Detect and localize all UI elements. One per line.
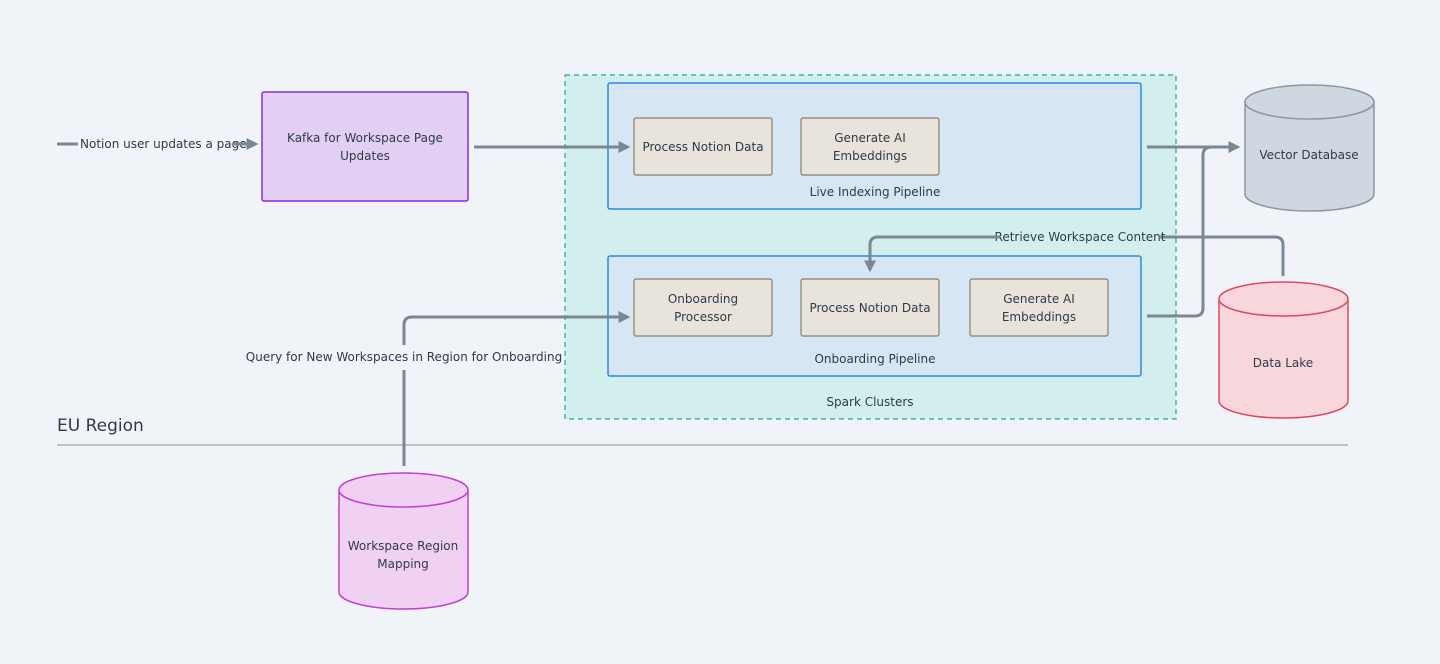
step-label: Embeddings [1002,310,1076,324]
data-lake-label: Data Lake [1253,356,1313,370]
live-generate-embeddings[interactable]: Generate AI Embeddings [800,117,940,176]
onboarding-processor[interactable]: Onboarding Processor [633,278,773,337]
kafka-label: Updates [340,149,390,163]
edge-label: Retrieve Workspace Content [995,230,1166,244]
region-mapping-label: Workspace Region [348,539,458,553]
step-label: Generate AI [1003,292,1075,306]
kafka-node[interactable]: Kafka for Workspace Page Updates [261,91,469,202]
vector-db-label: Vector Database [1259,148,1358,162]
edge-retrieve[interactable]: Retrieve Workspace Content [864,230,1285,276]
workspace-region-mapping[interactable]: Workspace Region Mapping [338,472,469,610]
data-lake[interactable]: Data Lake [1218,281,1349,419]
step-label: Processor [674,310,732,324]
step-label: Onboarding [668,292,738,306]
region-label: EU Region [57,416,144,436]
edge-label: Query for New Workspaces in Region for O… [246,350,562,364]
spark-clusters-label: Spark Clusters [826,395,913,409]
step-label: Process Notion Data [809,301,930,315]
step-label: Generate AI [834,131,906,145]
step-label: Process Notion Data [642,140,763,154]
edge-query[interactable]: Query for New Workspaces in Region for O… [246,311,631,466]
live-process-notion-data[interactable]: Process Notion Data [633,117,773,176]
live-pipeline-label: Live Indexing Pipeline [810,185,941,199]
vector-database[interactable]: Vector Database [1244,84,1375,212]
edge-label: Notion user updates a page [80,137,247,151]
region-mapping-label: Mapping [377,557,429,571]
step-label: Embeddings [833,149,907,163]
edge-user-update[interactable]: Notion user updates a page [57,137,259,151]
onboarding-pipeline-label: Onboarding Pipeline [814,352,935,366]
kafka-label: Kafka for Workspace Page [287,131,443,145]
edge-onboarding-to-vector[interactable] [1147,145,1213,318]
onboarding-generate-embeddings[interactable]: Generate AI Embeddings [969,278,1109,337]
onboarding-process-notion-data[interactable]: Process Notion Data [800,278,940,337]
